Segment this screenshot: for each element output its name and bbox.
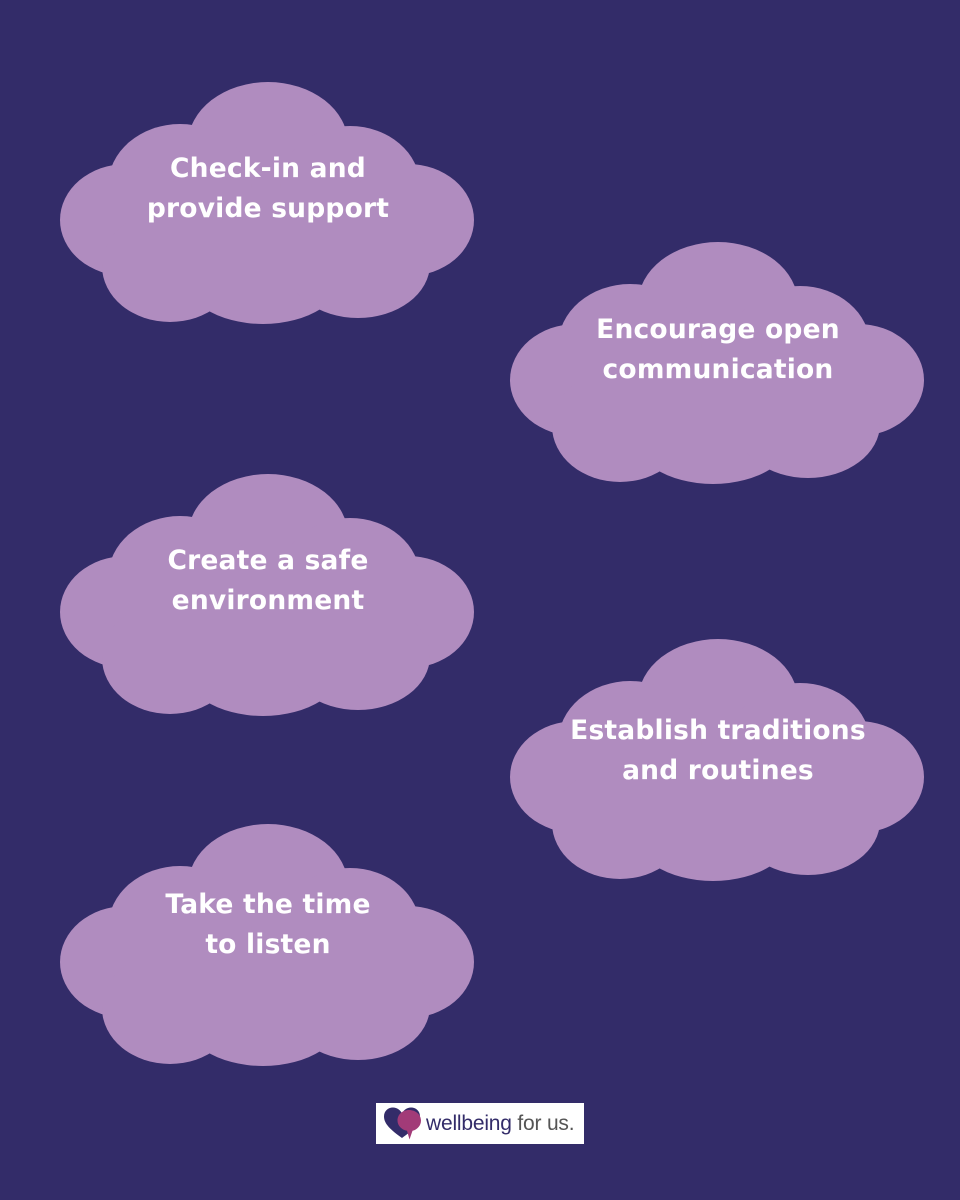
cloud-line: provide support: [146, 193, 390, 224]
brand-logo: wellbeing for us.: [376, 1103, 584, 1144]
cloud-encourage-communication: Encourage open communication: [508, 238, 928, 488]
cloud-check-in: Check-in and provide support: [58, 78, 478, 328]
cloud-line: Check-in and: [170, 153, 366, 184]
cloud-line: and routines: [622, 755, 814, 786]
cloud-line: Create a safe: [167, 545, 369, 576]
cloud-text: Encourage open communication: [548, 225, 888, 475]
heart-speech-bubble-logo-icon: [384, 1107, 421, 1139]
cloud-text: Take the time to listen: [98, 800, 438, 1050]
cloud-line: communication: [602, 354, 834, 385]
cloud-safe-environment: Create a safe environment: [58, 470, 478, 720]
cloud-take-time-listen: Take the time to listen: [58, 820, 478, 1070]
logo-wordmark: wellbeing for us.: [426, 1111, 575, 1136]
cloud-line: to listen: [205, 929, 331, 960]
cloud-text: Establish traditions and routines: [548, 626, 888, 876]
cloud-text: Create a safe environment: [98, 456, 438, 706]
cloud-text: Check-in and provide support: [98, 64, 438, 314]
logo-suffix: for us.: [517, 1111, 575, 1135]
cloud-traditions-routines: Establish traditions and routines: [508, 635, 928, 885]
cloud-line: Encourage open: [596, 314, 840, 345]
cloud-line: environment: [171, 585, 365, 616]
cloud-line: Take the time: [165, 889, 371, 920]
logo-brand: wellbeing: [426, 1111, 512, 1135]
cloud-line: Establish traditions: [570, 715, 866, 746]
